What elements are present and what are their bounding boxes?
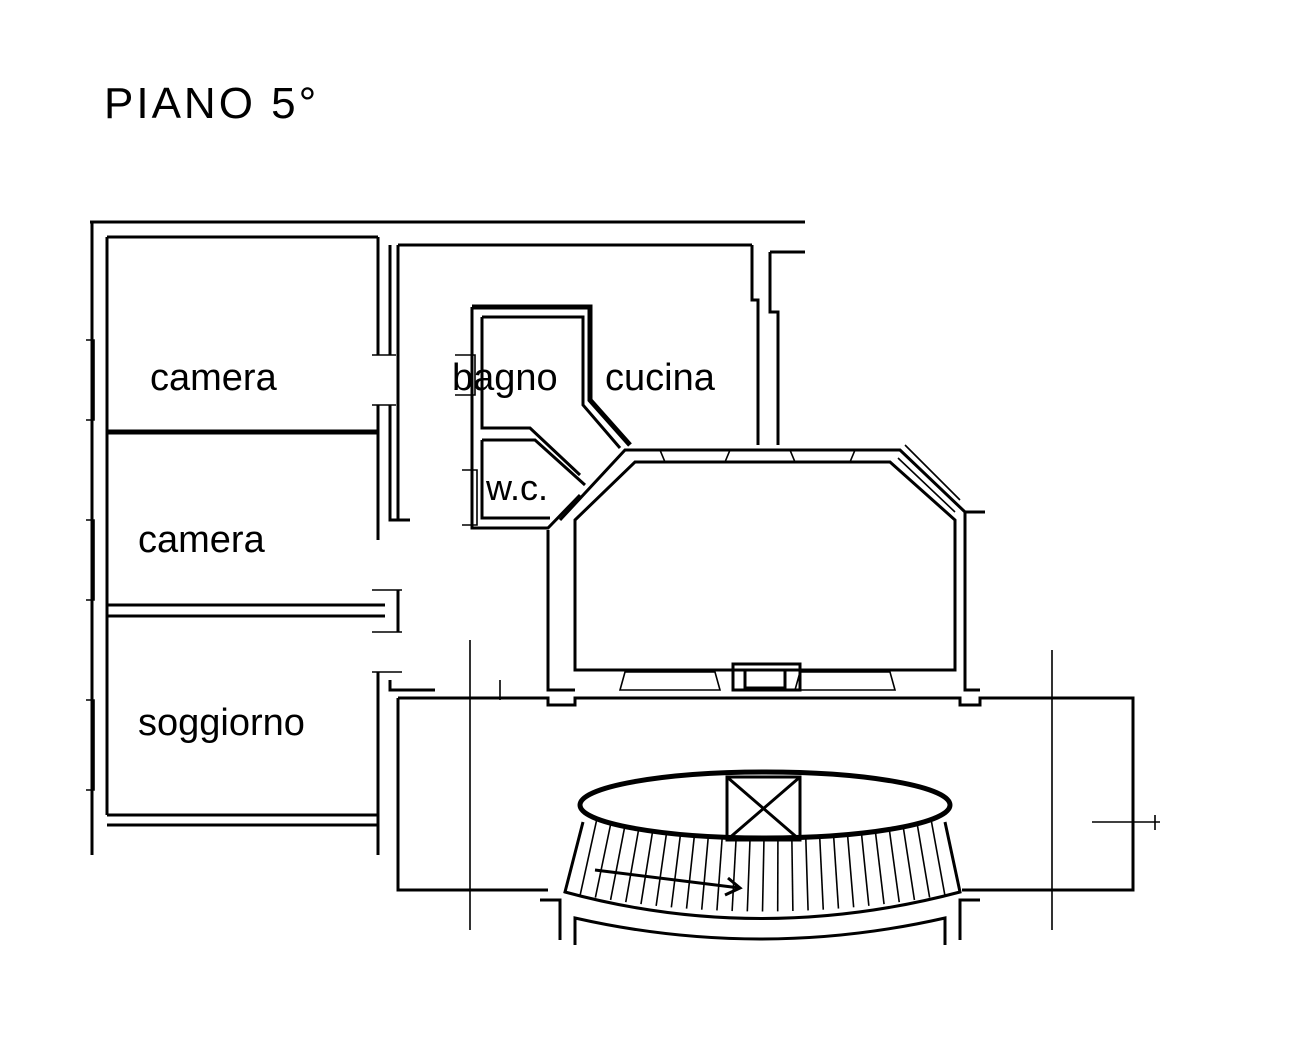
stair-step xyxy=(860,833,870,906)
stair-step xyxy=(609,826,626,901)
stair-step xyxy=(930,819,946,896)
stair-steps xyxy=(579,818,946,912)
room-label-bagno: bagno xyxy=(452,357,558,399)
stair-step xyxy=(874,831,885,905)
room-label-wc: w.c. xyxy=(485,467,548,508)
room-labels: camera camera soggiorno bagno cucina w.c… xyxy=(138,357,716,744)
stair-step xyxy=(902,826,916,901)
plan-title: PIANO 5° xyxy=(104,79,319,128)
stair-step xyxy=(832,835,840,909)
room-label-camera-1: camera xyxy=(150,357,278,399)
stair-step xyxy=(655,832,668,906)
stair-step xyxy=(916,823,931,898)
stair-step xyxy=(685,835,696,909)
stair-step xyxy=(640,831,654,905)
stair-step xyxy=(594,823,612,898)
room-label-soggiorno: soggiorno xyxy=(138,702,305,744)
stair-step xyxy=(846,834,855,908)
walls xyxy=(86,220,1160,945)
stair-step xyxy=(579,818,598,896)
stair-step xyxy=(746,837,751,912)
stair-step xyxy=(804,837,809,911)
stair-step xyxy=(700,836,710,910)
room-label-cucina: cucina xyxy=(605,357,716,399)
stair-step xyxy=(670,834,682,908)
stair-step xyxy=(791,837,794,912)
stair-step xyxy=(731,837,737,912)
room-label-camera-2: camera xyxy=(138,519,266,561)
stair-step xyxy=(624,828,640,903)
stair-step xyxy=(888,829,901,903)
stair-step xyxy=(761,837,765,912)
stair-step xyxy=(716,837,724,911)
stair-step xyxy=(818,836,825,910)
